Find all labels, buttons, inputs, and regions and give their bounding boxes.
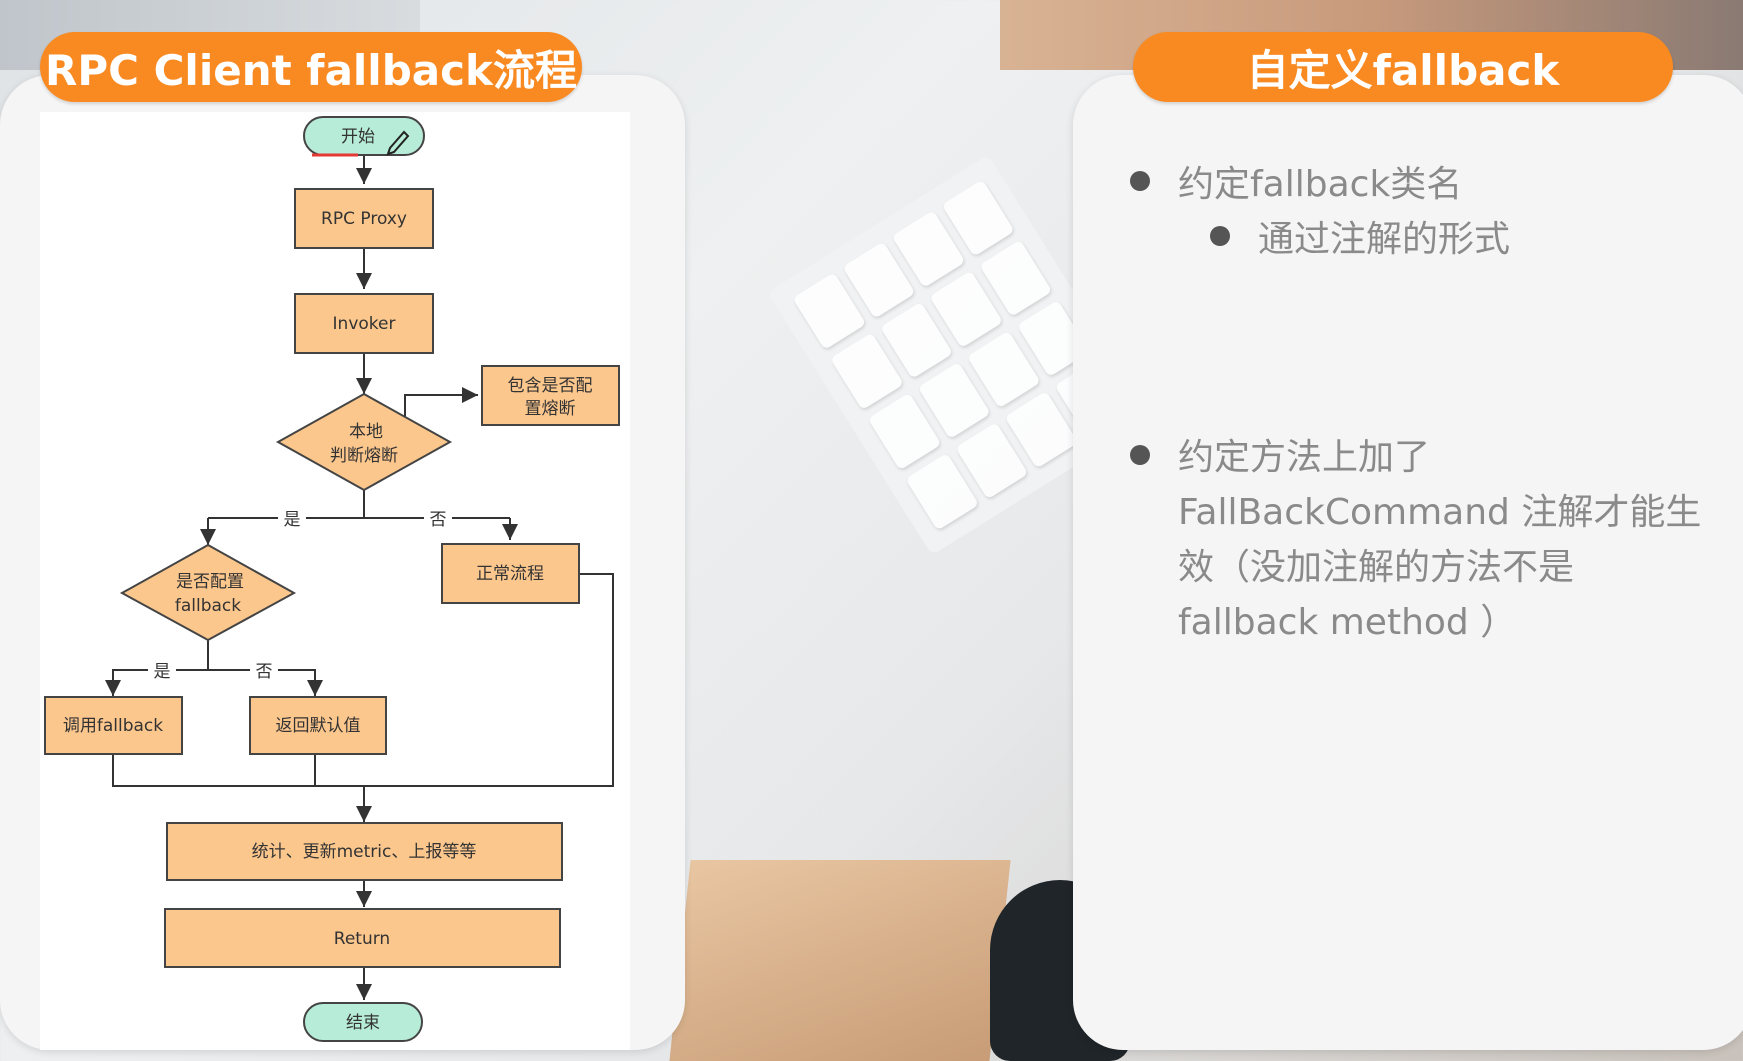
node-stats: 统计、更新metric、上报等等 (166, 822, 563, 881)
node-fallback-check: 是否配置 fallback (119, 543, 297, 642)
node-return: Return (164, 908, 561, 968)
flowchart: 是 否 是 否 开始 RPC Proxy Invoker 本地 判断熔断 包含是… (44, 116, 620, 1042)
node-normal-flow-label: 正常流程 (476, 564, 544, 584)
bullet-dot-icon (1130, 445, 1150, 465)
left-panel-title: RPC Client fallback流程 (40, 32, 582, 102)
bullet-2-line-2: FallBackCommand 注解才能生 (1178, 492, 1702, 533)
node-end: 结束 (303, 1002, 423, 1042)
node-start: 开始 (303, 116, 425, 157)
flowchart-edges (105, 155, 614, 1000)
bullet-2-line-1: 约定方法上加了 (1178, 437, 1431, 478)
node-return-default-label: 返回默认值 (276, 716, 361, 736)
edge-label-no-2: 否 (256, 662, 273, 682)
bullet-2-line-4: fallback method ） (1178, 602, 1517, 643)
node-local-check-line2: 判断熔断 (330, 446, 398, 466)
node-contains-config-line2: 置熔断 (525, 399, 576, 419)
node-return-default: 返回默认值 (249, 696, 387, 755)
node-fallback-check-line1: 是否配置 (176, 572, 244, 592)
node-normal-flow: 正常流程 (441, 543, 580, 604)
node-return-label: Return (334, 929, 390, 949)
bullet-1-text: 约定fallback类名 (1178, 164, 1463, 205)
edge-label-yes: 是 (284, 510, 301, 530)
node-contains-config: 包含是否配 置熔断 (481, 365, 620, 426)
node-local-circuit-check: 本地 判断熔断 (275, 392, 453, 492)
node-stats-label: 统计、更新metric、上报等等 (252, 842, 477, 862)
edge-label-yes-2: 是 (154, 662, 171, 682)
node-start-label: 开始 (341, 127, 375, 147)
bullet-dot-icon (1210, 226, 1230, 246)
node-end-label: 结束 (346, 1013, 380, 1033)
node-call-fallback-label: 调用fallback (63, 716, 163, 736)
node-rpc-proxy: RPC Proxy (294, 188, 434, 249)
bullet-2-line-3: 效（没加注解的方法不是 (1178, 547, 1575, 588)
bullet-1-subtext: 通过注解的形式 (1258, 219, 1511, 260)
node-fallback-check-line2: fallback (175, 596, 241, 616)
node-rpc-proxy-label: RPC Proxy (321, 209, 407, 229)
right-panel-title: 自定义fallback (1133, 32, 1673, 102)
flowchart-area: 是 否 是 否 开始 RPC Proxy Invoker 本地 判断熔断 包含是… (40, 112, 630, 1050)
pencil-icon (386, 130, 410, 156)
node-invoker-label: Invoker (333, 314, 396, 334)
bullet-2-text: 约定方法上加了 FallBackCommand 注解才能生 效（没加注解的方法不… (1178, 430, 1743, 650)
node-invoker: Invoker (294, 293, 434, 354)
edge-label-no: 否 (430, 510, 447, 530)
background-box (669, 860, 1011, 1061)
bullet-dot-icon (1130, 171, 1150, 191)
node-contains-config-line1: 包含是否配 (508, 376, 593, 396)
node-local-check-line1: 本地 (349, 422, 383, 442)
right-panel (1073, 75, 1743, 1050)
node-call-fallback: 调用fallback (44, 696, 183, 755)
